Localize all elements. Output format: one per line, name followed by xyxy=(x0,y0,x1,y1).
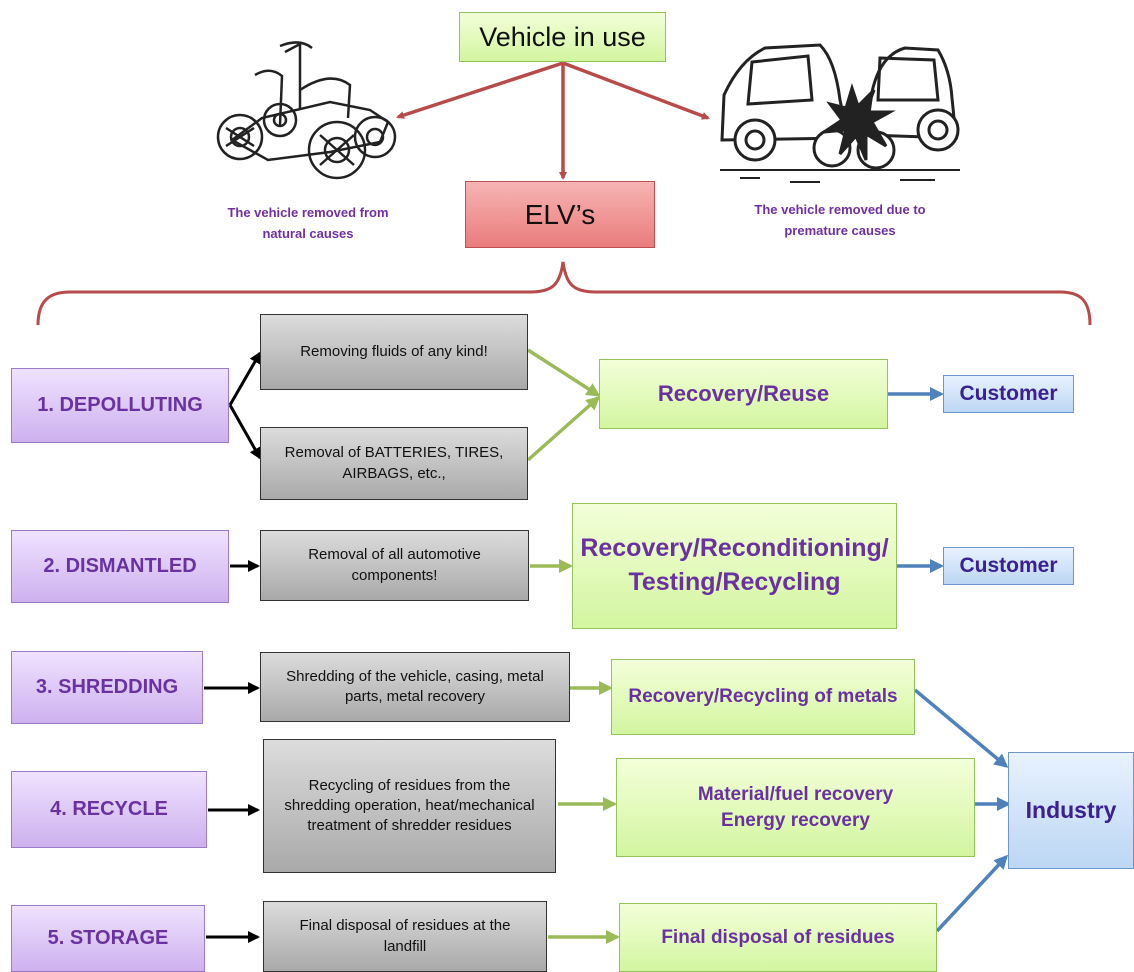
outcome-recovery-reuse-box: Recovery/Reuse xyxy=(599,359,888,429)
outcome-material-fuel-text: Material/fuel recovery Energy recovery xyxy=(697,783,894,831)
action-removing-fluids-box: Removing fluids of any kind! xyxy=(260,314,528,390)
action-shredding-vehicle-text: Shredding of the vehicle, casing, metal … xyxy=(286,667,544,705)
outcome-destination-arrows xyxy=(888,387,1011,933)
vehicle-in-use-box: Vehicle in use xyxy=(459,12,666,62)
elv-label: ELV’s xyxy=(524,198,596,230)
step-shredding-label: 3. SHREDDING xyxy=(35,676,179,698)
vintage-car-drawing xyxy=(216,41,397,180)
action-final-disposal-text: Final disposal of residues at the landfi… xyxy=(299,917,511,955)
industry-label: Industry xyxy=(1025,796,1117,823)
outcome-material-fuel-box: Material/fuel recovery Energy recovery xyxy=(616,758,975,857)
step-recycle-label: 4. RECYCLE xyxy=(50,798,168,820)
step-recycle-box: 4. RECYCLE xyxy=(11,771,207,848)
action-shredding-vehicle-box: Shredding of the vehicle, casing, metal … xyxy=(260,652,570,722)
outcome-recycling-metals-text: Recovery/Recycling of metals xyxy=(628,686,898,708)
action-removal-batteries-text: Removal of BATTERIES, TIRES, AIRBAGS, et… xyxy=(284,444,504,482)
action-recycling-residues-text: Recycling of residues from the shredding… xyxy=(284,776,535,835)
elv-box: ELV’s xyxy=(465,181,655,248)
step-shredding-box: 3. SHREDDING xyxy=(11,651,203,724)
customer-box-2: Customer xyxy=(943,547,1074,585)
step-action-arrows xyxy=(204,351,262,943)
action-removal-components-text: Removal of all automotive components! xyxy=(308,546,481,584)
outcome-final-disposal-box: Final disposal of residues xyxy=(619,903,937,972)
action-final-disposal-box: Final disposal of residues at the landfi… xyxy=(263,901,547,972)
industry-box: Industry xyxy=(1008,752,1134,869)
outcome-recycling-metals-box: Recovery/Recycling of metals xyxy=(611,659,915,735)
step-storage-box: 5. STORAGE xyxy=(11,905,205,972)
vehicle-split-arrows xyxy=(396,61,710,180)
natural-causes-caption: The vehicle removed from natural causes xyxy=(227,205,389,241)
action-removal-batteries-box: Removal of BATTERIES, TIRES, AIRBAGS, et… xyxy=(260,427,528,500)
action-removing-fluids-text: Removing fluids of any kind! xyxy=(300,342,488,360)
car-crash-drawing xyxy=(720,43,960,183)
step-storage-label: 5. STORAGE xyxy=(47,927,169,949)
customer-label-1: Customer xyxy=(959,381,1058,405)
action-removal-components-box: Removal of all automotive components! xyxy=(260,530,529,601)
customer-label-2: Customer xyxy=(959,553,1058,577)
outcome-final-disposal-text: Final disposal of residues xyxy=(661,926,895,948)
outcome-recovery-reconditioning-text: Recovery/Reconditioning/ Testing/Recycli… xyxy=(580,534,889,596)
outcome-recovery-reuse-text: Recovery/Reuse xyxy=(657,381,830,407)
premature-causes-caption: The vehicle removed due to premature cau… xyxy=(754,202,926,238)
category-brace xyxy=(36,261,1092,326)
step-depolluting-box: 1. DEPOLLUTING xyxy=(11,368,229,443)
action-outcome-arrows xyxy=(526,348,620,944)
action-recycling-residues-box: Recycling of residues from the shredding… xyxy=(263,739,556,873)
customer-box-1: Customer xyxy=(943,375,1074,413)
step-dismantled-label: 2. DISMANTLED xyxy=(43,555,197,577)
outcome-recovery-reconditioning-box: Recovery/Reconditioning/ Testing/Recycli… xyxy=(572,503,897,629)
vehicle-in-use-label: Vehicle in use xyxy=(479,21,646,52)
step-dismantled-box: 2. DISMANTLED xyxy=(11,530,229,603)
step-depolluting-label: 1. DEPOLLUTING xyxy=(37,394,203,416)
